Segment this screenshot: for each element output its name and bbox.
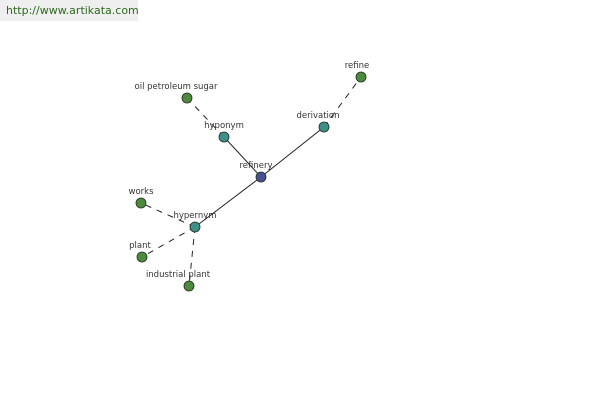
node-works[interactable] [135, 197, 147, 209]
node-label-hyponym[interactable]: hyponym [204, 121, 244, 131]
node-label-refine[interactable]: refine [345, 61, 370, 71]
node-label-plant[interactable]: plant [129, 241, 151, 251]
edge-hypernym-plant [141, 226, 196, 258]
edge-hypernym-industrial-plant [188, 226, 196, 287]
node-hyponym[interactable] [218, 131, 230, 143]
edge-refinery-derivation [260, 126, 325, 178]
node-hypernym[interactable] [189, 221, 201, 233]
node-label-hypernym[interactable]: hypernym [173, 211, 216, 221]
node-oil-petroleum-sugar[interactable] [181, 92, 193, 104]
node-refine[interactable] [355, 71, 367, 83]
site-url-link[interactable]: http://www.artikata.com [6, 4, 139, 17]
node-industrial-plant[interactable] [183, 280, 195, 292]
edge-hypernym-works [140, 202, 196, 228]
graph-nodes [135, 71, 367, 292]
graph-edges [140, 76, 362, 287]
edge-derivation-refine [323, 76, 362, 128]
edge-refinery-hypernym [194, 176, 262, 228]
node-label-works[interactable]: works [129, 187, 155, 197]
node-label-industrial-plant[interactable]: industrial plant [146, 270, 211, 280]
url-bar: http://www.artikata.com [0, 0, 139, 21]
node-plant[interactable] [136, 251, 148, 263]
node-label-oil-petroleum-sugar[interactable]: oil petroleum sugar [135, 82, 218, 92]
node-label-refinery[interactable]: refinery [239, 161, 272, 171]
edge-hyponym-oil-petroleum-sugar [186, 97, 225, 138]
graph-labels: refinery hyponym derivation hypernym oil pet… [129, 61, 370, 280]
node-label-derivation[interactable]: derivation [296, 111, 339, 121]
node-refinery[interactable] [255, 171, 267, 183]
edge-refinery-hyponym [223, 136, 262, 178]
node-derivation[interactable] [318, 121, 330, 133]
